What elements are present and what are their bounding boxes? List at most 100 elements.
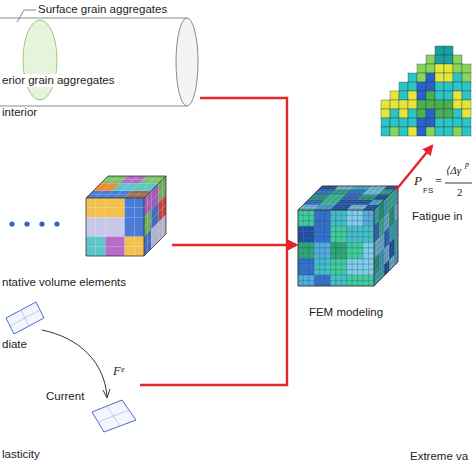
math-subscript: FS (423, 186, 433, 195)
mesh-cell (320, 237, 325, 242)
voxel (408, 73, 417, 82)
mesh-cell (347, 281, 352, 286)
mesh-cell (325, 275, 330, 280)
mesh-cell (358, 270, 363, 275)
voxel (435, 46, 444, 55)
mesh-cell (115, 208, 125, 218)
mesh-cell (325, 237, 330, 242)
voxel (390, 118, 399, 127)
mesh-cell (320, 270, 325, 275)
mesh-cell (363, 281, 368, 286)
mesh-cell (358, 275, 363, 280)
mesh-cell (298, 253, 303, 258)
mesh-cell (352, 215, 357, 220)
mesh-cell (314, 253, 319, 258)
ellipsis-dots (9, 221, 59, 226)
math-number: 2 (457, 186, 463, 199)
voxel (426, 64, 435, 73)
voxel (417, 127, 426, 136)
rve-group: ntative volume elements (0, 172, 172, 294)
mesh-cell (298, 243, 303, 248)
mesh-cell (336, 232, 341, 237)
mesh-cell (298, 270, 303, 275)
mesh-cell (325, 248, 330, 253)
mesh-cell (336, 243, 341, 248)
mesh-cell (105, 208, 115, 218)
mesh-cell (341, 248, 346, 253)
voxel (444, 118, 453, 127)
voxel (390, 91, 399, 100)
voxel (408, 91, 417, 100)
voxel (426, 82, 435, 91)
voxel (462, 100, 471, 109)
mesh-cell (320, 243, 325, 248)
dot (9, 221, 14, 226)
mesh-cell (303, 259, 308, 264)
mesh-cell (358, 226, 363, 231)
voxel (462, 127, 471, 136)
mesh-cell (320, 221, 325, 226)
mesh-cell (125, 208, 135, 218)
mesh-cell (358, 237, 363, 242)
mesh-cell (331, 275, 336, 280)
mesh-cell (298, 221, 303, 226)
mesh-cell (303, 264, 308, 269)
mesh-cell (298, 210, 303, 215)
mesh-cell (134, 198, 144, 208)
mesh-cell (336, 248, 341, 253)
mesh-cell (363, 210, 368, 215)
mesh-cell (341, 226, 346, 231)
mesh-cell (352, 237, 357, 242)
mesh-cell (125, 217, 135, 227)
mesh-cell (369, 210, 374, 215)
fem-group: FEM modeling (296, 186, 396, 324)
voxel (426, 109, 435, 118)
mesh-cell (134, 217, 144, 227)
caption-label: Extreme va (410, 450, 468, 463)
mesh-cell (352, 259, 357, 264)
mesh-cell (320, 259, 325, 264)
mesh-cell (303, 226, 308, 231)
rve-cube (86, 176, 166, 256)
voxel (408, 109, 417, 118)
mesh-cell (303, 237, 308, 242)
mesh-cell (358, 253, 363, 258)
mesh-cell (347, 259, 352, 264)
mesh-cell (358, 232, 363, 237)
mesh-cell (369, 270, 374, 275)
mesh-cell (320, 281, 325, 286)
voxel (417, 82, 426, 91)
mesh-cell (314, 237, 319, 242)
mesh-cell (303, 248, 308, 253)
mesh-cell (309, 264, 314, 269)
mesh-cell (352, 226, 357, 231)
mesh-cell (331, 237, 336, 242)
voxel (435, 118, 444, 127)
mesh-cell (86, 246, 96, 256)
mesh-cell (336, 237, 341, 242)
current-config (92, 400, 136, 432)
mesh-cell (309, 275, 314, 280)
mesh-cell (298, 237, 303, 242)
cube-edge (298, 186, 398, 286)
mesh-cell (314, 221, 319, 226)
voxel (453, 118, 462, 127)
mesh-cell (341, 275, 346, 280)
mesh-cell (298, 248, 303, 253)
voxel (453, 73, 462, 82)
mesh-cell (314, 259, 319, 264)
mesh-cell (331, 221, 336, 226)
mesh-cell (320, 215, 325, 220)
mesh-cell (347, 226, 352, 231)
voxel (444, 46, 453, 55)
mesh-cell (347, 210, 352, 215)
mesh-cell (341, 243, 346, 248)
fraction-bar (445, 183, 472, 184)
caption-label: lasticity (2, 448, 40, 461)
mesh-cell (341, 221, 346, 226)
mesh-cell (115, 227, 125, 237)
voxel (435, 55, 444, 64)
process-arrow (172, 244, 296, 246)
mesh-cell (341, 253, 346, 258)
